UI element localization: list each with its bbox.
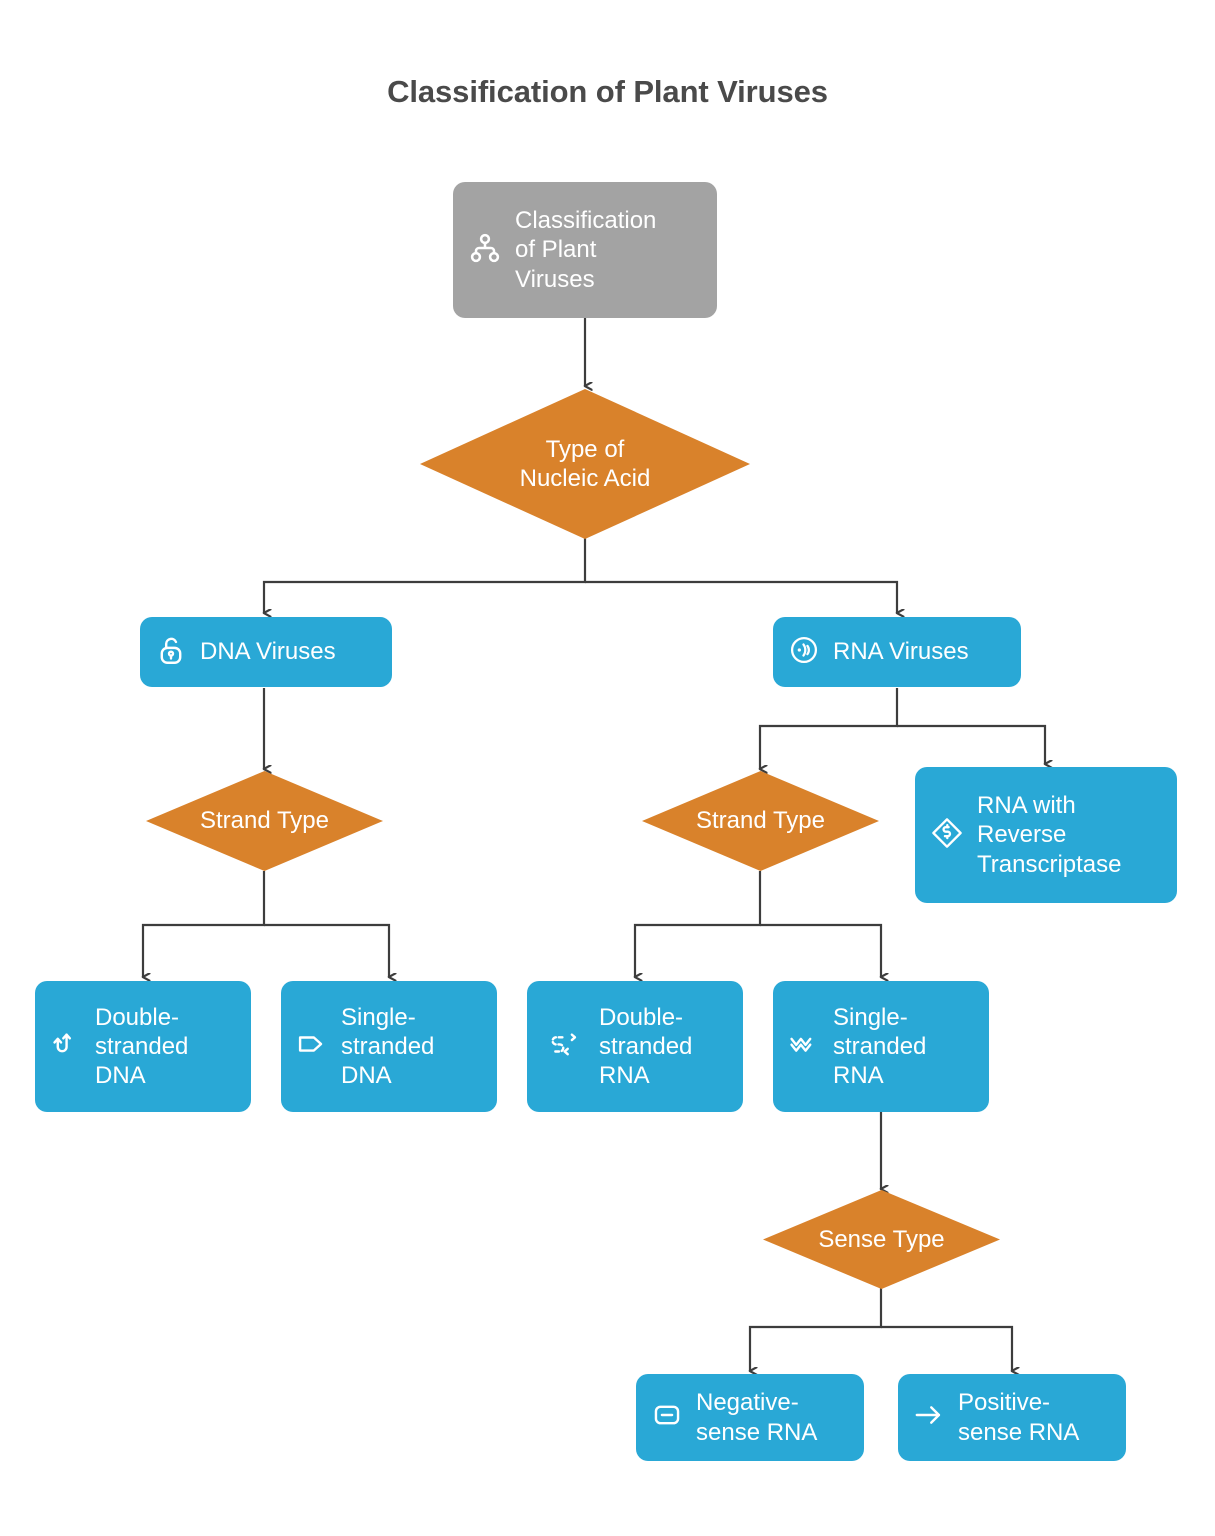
node-strand-type-dna[interactable]: Strand Type xyxy=(146,771,383,871)
edge-sense-negative xyxy=(750,1288,883,1371)
minus-square-icon xyxy=(650,1398,684,1437)
unlock-icon xyxy=(154,633,188,672)
swap-arrows-icon xyxy=(49,1027,83,1066)
hierarchy-icon xyxy=(467,230,503,271)
node-label: Single- stranded RNA xyxy=(833,1003,927,1090)
page-title: Classification of Plant Viruses xyxy=(387,74,828,109)
edge-strand1-dsdna xyxy=(143,871,266,977)
broadcast-icon xyxy=(787,633,821,672)
node-rna-viruses[interactable]: RNA Viruses xyxy=(773,617,1021,687)
edge-rna-strand2 xyxy=(760,688,899,769)
shuffle-icon xyxy=(541,1027,575,1066)
node-dna-viruses[interactable]: DNA Viruses xyxy=(140,617,392,687)
edge-strand2-dsrna xyxy=(635,871,762,977)
node-label: Type of Nucleic Acid xyxy=(519,435,651,492)
node-label: DNA Viruses xyxy=(200,638,336,666)
edge-nucleic-rna xyxy=(585,580,897,613)
edge-sense-positive xyxy=(881,1325,1012,1371)
node-single-stranded-rna[interactable]: Single- stranded RNA xyxy=(773,981,989,1112)
edge-strand2-ssrna xyxy=(760,923,881,977)
node-single-stranded-dna[interactable]: Single- stranded DNA xyxy=(281,981,497,1112)
waves-icon xyxy=(787,1027,821,1066)
node-label: Strand Type xyxy=(200,807,329,835)
node-label: RNA with Reverse Transcriptase xyxy=(977,792,1122,878)
node-label: Double- stranded DNA xyxy=(95,1003,189,1090)
node-positive-sense-rna[interactable]: Positive- sense RNA xyxy=(898,1374,1126,1461)
edge-nucleic-dna xyxy=(264,538,587,613)
node-classification-of-plant-viruses[interactable]: Classification of Plant Viruses xyxy=(453,182,717,318)
node-negative-sense-rna[interactable]: Negative- sense RNA xyxy=(636,1374,864,1461)
node-label: RNA Viruses xyxy=(833,638,969,666)
node-rna-with-reverse-transcriptase[interactable]: RNA with Reverse Transcriptase xyxy=(915,767,1177,903)
node-double-stranded-dna[interactable]: Double- stranded DNA xyxy=(35,981,251,1112)
node-type-of-nucleic-acid[interactable]: Type of Nucleic Acid xyxy=(420,389,750,539)
tag-icon xyxy=(295,1027,329,1066)
node-double-stranded-rna[interactable]: Double- stranded RNA xyxy=(527,981,743,1112)
node-label: Double- stranded RNA xyxy=(599,1003,693,1090)
winding-road-diamond-icon xyxy=(929,815,965,856)
edge-rna-rt xyxy=(897,724,1045,764)
node-label: Single- stranded DNA xyxy=(341,1003,435,1090)
node-label: Classification of Plant Viruses xyxy=(515,207,657,293)
node-label: Strand Type xyxy=(696,807,825,835)
node-sense-type[interactable]: Sense Type xyxy=(763,1190,1000,1289)
node-label: Positive- sense RNA xyxy=(958,1389,1080,1446)
edge-strand1-ssdna xyxy=(264,923,389,977)
node-strand-type-rna[interactable]: Strand Type xyxy=(642,771,879,871)
arrow-right-icon xyxy=(912,1398,946,1437)
node-label: Sense Type xyxy=(818,1225,945,1253)
node-label: Negative- sense RNA xyxy=(696,1389,818,1446)
shuffle-arrowheads-icon xyxy=(553,1027,587,1066)
